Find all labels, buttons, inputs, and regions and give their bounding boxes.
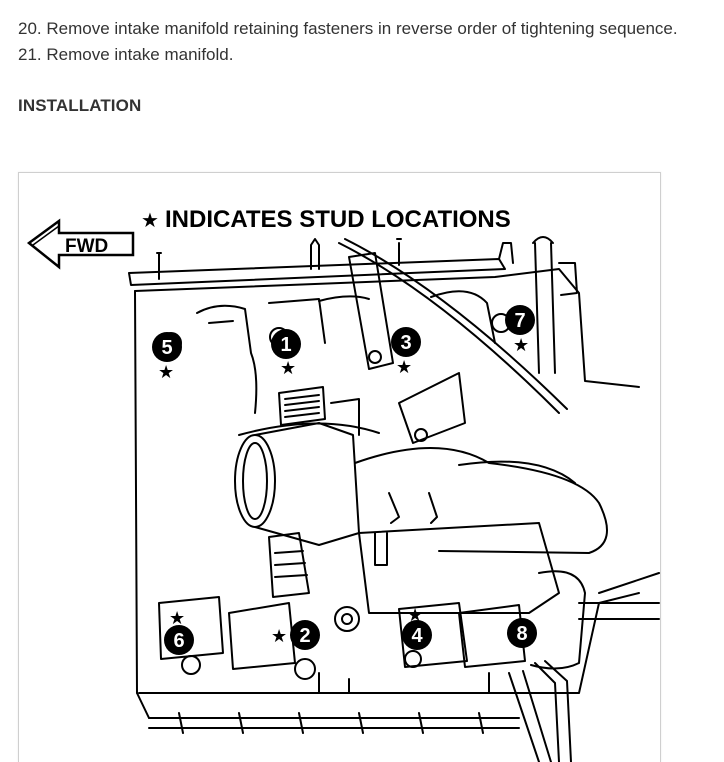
figure-title: INDICATES STUD LOCATIONS <box>165 206 511 233</box>
marker-4: 4 <box>402 620 432 650</box>
marker-3-star-icon: ★ <box>396 357 412 378</box>
marker-7: 7 <box>505 305 535 335</box>
marker-6-label: 6 <box>173 630 184 652</box>
marker-4-star-icon: ★ <box>407 605 423 626</box>
marker-5-label: 5 <box>161 337 172 359</box>
marker-7-star-icon: ★ <box>513 335 529 356</box>
marker-2: 2 <box>290 620 320 650</box>
marker-2-label: 2 <box>299 625 310 647</box>
marker-1-star-icon: ★ <box>280 358 296 379</box>
engine-drawing <box>128 236 660 762</box>
marker-4-label: 4 <box>411 625 423 647</box>
intake-manifold-figure: ★ INDICATES STUD LOCATIONS FWD <box>18 172 661 762</box>
installation-heading: INSTALLATION <box>18 96 142 115</box>
marker-8: 8 <box>507 618 537 648</box>
marker-5-star-icon: ★ <box>158 362 174 383</box>
fwd-label: FWD <box>65 236 108 257</box>
marker-3-label: 3 <box>400 332 411 354</box>
step-20: 20. Remove intake manifold retaining fas… <box>18 19 678 38</box>
marker-1-label: 1 <box>280 334 291 356</box>
marker-1: 1 <box>271 329 301 359</box>
marker-6: 6 <box>164 625 194 655</box>
marker-3: 3 <box>391 327 421 357</box>
forward-arrow-icon <box>26 218 135 270</box>
title-star-icon: ★ <box>141 208 159 232</box>
procedure-steps: 20. Remove intake manifold retaining fas… <box>18 16 718 68</box>
marker-5: 5 <box>152 332 182 362</box>
marker-7-label: 7 <box>514 310 525 332</box>
marker-2-star-icon: ★ <box>271 626 287 647</box>
step-21: 21. Remove intake manifold. <box>18 45 234 64</box>
marker-8-label: 8 <box>516 623 527 645</box>
marker-6-star-icon: ★ <box>169 608 185 629</box>
manifold-diagram: ★ INDICATES STUD LOCATIONS FWD <box>26 206 660 762</box>
